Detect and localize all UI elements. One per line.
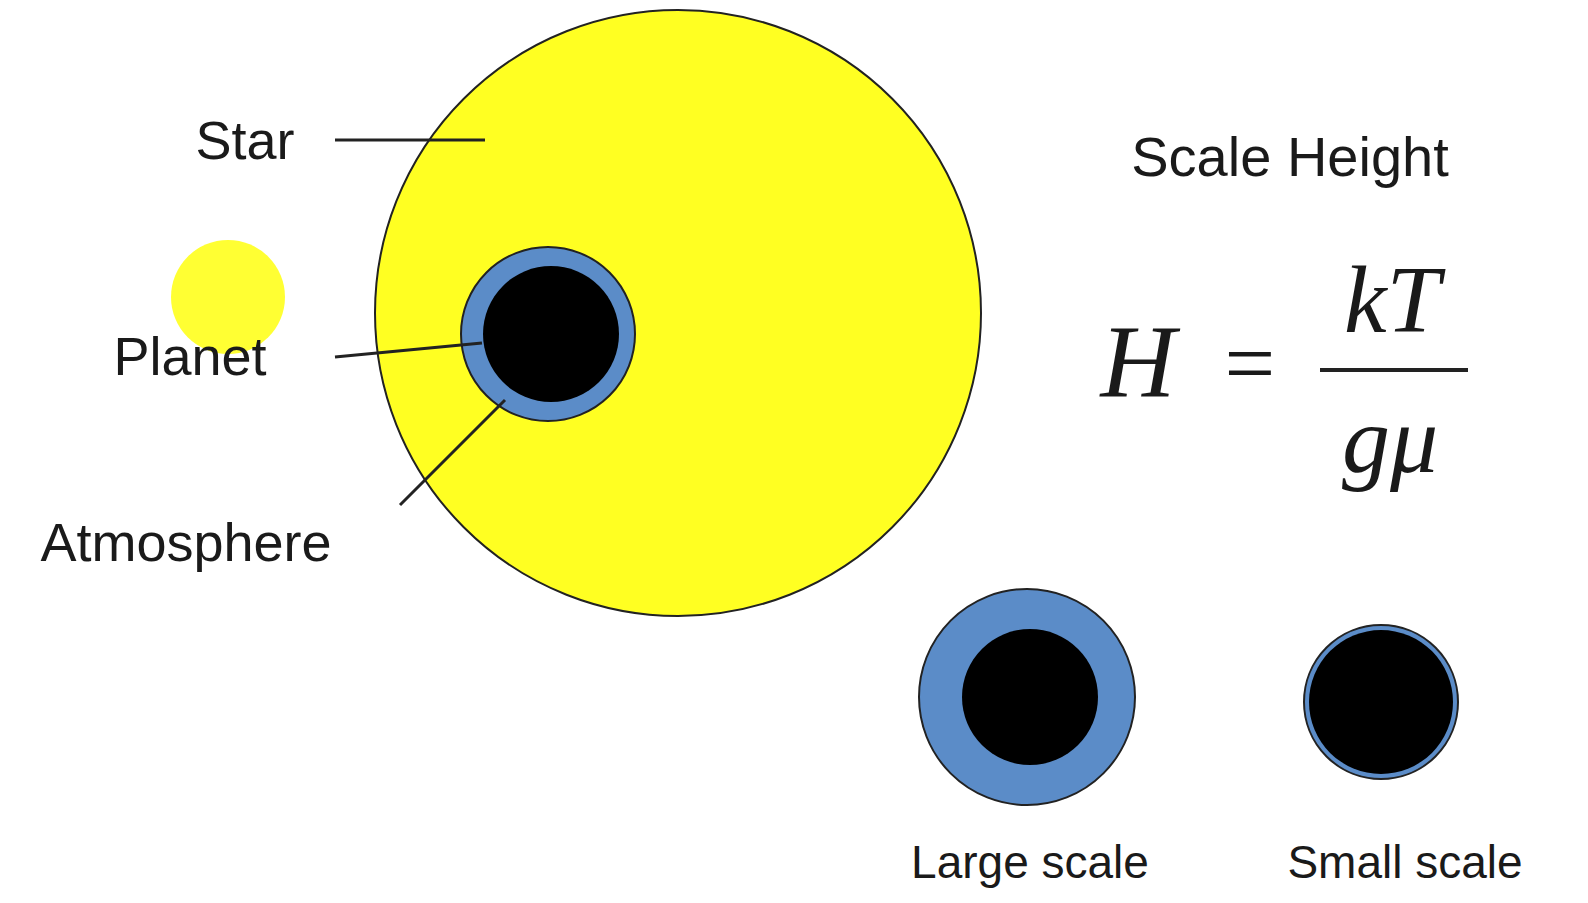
leader-line	[335, 139, 485, 142]
planet-body	[962, 629, 1098, 765]
leader-line	[400, 400, 505, 505]
part-label: Atmosphere	[40, 515, 331, 569]
star-disc	[375, 10, 981, 616]
planet-body	[1309, 630, 1453, 774]
heading-label: Scale Height	[1131, 129, 1449, 185]
part-label: Planet	[113, 329, 266, 383]
formula-symbol: kT	[1344, 252, 1440, 348]
part-label: Star	[195, 113, 294, 167]
planet-atmosphere	[461, 247, 635, 421]
formula-symbol: H	[1100, 310, 1175, 414]
caption-label: Large scale	[911, 839, 1149, 885]
formula-symbol: gμ	[1342, 392, 1438, 488]
leader-line	[335, 343, 482, 357]
large-scale-atmosphere	[919, 589, 1135, 805]
caption-label: Small scale	[1287, 839, 1522, 885]
small-scale-atmosphere	[1304, 625, 1458, 779]
formula-symbol: =	[1225, 319, 1276, 409]
planet-body	[483, 266, 619, 402]
fraction-bar	[1320, 368, 1468, 372]
